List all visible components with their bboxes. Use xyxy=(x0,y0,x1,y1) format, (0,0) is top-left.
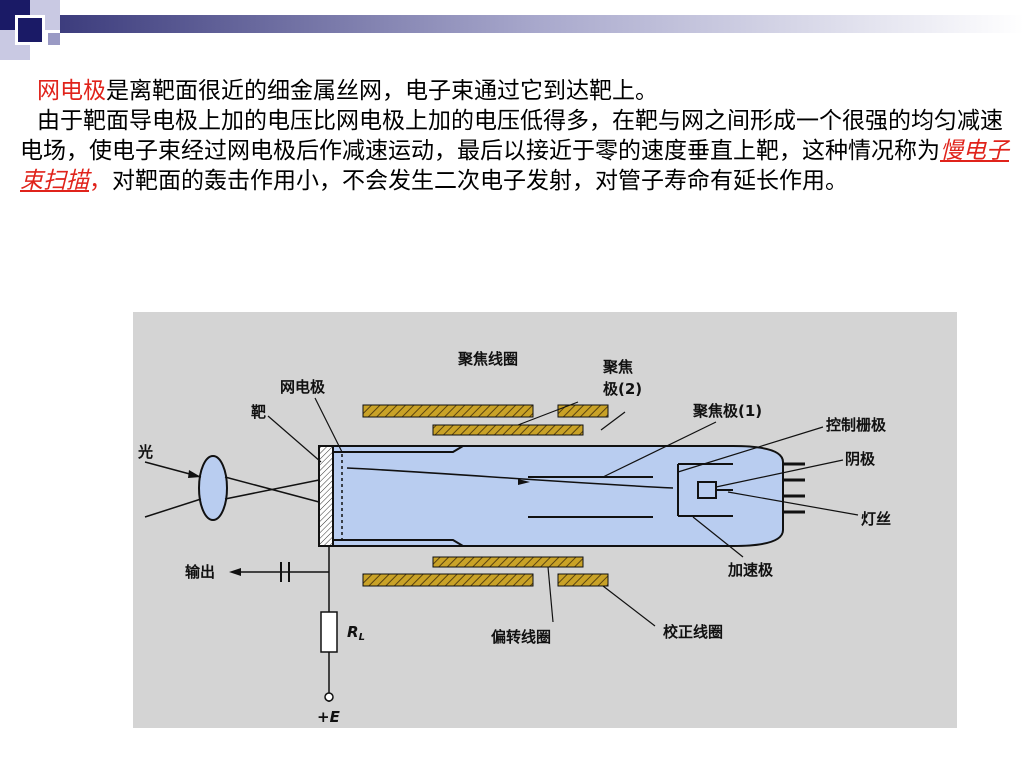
focus-coil-inner xyxy=(432,424,584,436)
label-correction-coil: 校正线圈 xyxy=(663,623,723,641)
paragraph-2-comma: ， xyxy=(89,168,112,194)
header-decoration xyxy=(0,0,1024,60)
highlight-mesh-electrode: 网电极 xyxy=(37,78,106,104)
capacitor xyxy=(280,562,290,582)
light-rays xyxy=(144,461,320,518)
load-resistor xyxy=(320,611,338,653)
label-rl-main: R xyxy=(347,623,359,641)
leader-lines xyxy=(267,397,859,627)
correction-coil-top xyxy=(557,404,609,418)
electron-beam xyxy=(346,467,674,489)
focus-coil xyxy=(362,404,534,418)
paragraph-2-text-b: 对靶面的轰击作用小，不会发生二次电子发射，对管子寿命有延长作用。 xyxy=(112,168,848,194)
label-output: 输出 xyxy=(185,563,215,581)
label-focus-electrode-2-b: 极(2) xyxy=(603,380,642,398)
beam-arrow xyxy=(518,479,530,485)
tube-body xyxy=(318,445,784,547)
focus-electrode-2 xyxy=(333,445,464,453)
label-focus-electrode-1: 聚焦极(1) xyxy=(692,402,762,420)
label-control-grid: 控制栅极 xyxy=(826,416,887,434)
label-deflection-coil: 偏转线圈 xyxy=(491,628,551,646)
light-arrow xyxy=(188,470,201,478)
deflection-coil-outer xyxy=(362,573,534,587)
label-focus-coil: 聚焦线圈 xyxy=(457,350,518,368)
camera-tube-diagram: 聚焦线圈 聚焦 极(2) 聚焦极(1) 网电极 靶 控制栅极 阴极 光 灯丝 输… xyxy=(133,312,957,728)
slide-body: 网电极是离靶面很近的细金属丝网，电子束通过它到达靶上。 由于靶面导电极上加的电压… xyxy=(20,76,1010,196)
label-filament: 灯丝 xyxy=(861,510,891,528)
label-accelerating-electrode: 加速极 xyxy=(727,561,774,579)
label-cathode: 阴极 xyxy=(845,450,876,468)
label-plus-e: +E xyxy=(317,708,341,726)
label-load-resistor: RL xyxy=(347,623,365,643)
plus-e-terminal xyxy=(324,692,334,702)
label-rl-subscript: L xyxy=(359,632,365,643)
paragraph-2-text-a: 由于靶面导电极上加的电压比网电极上加的电压低得多，在靶与网之间形成一个很强的均匀… xyxy=(20,108,1003,164)
label-target: 靶 xyxy=(251,403,266,421)
label-focus-electrode-2-a: 聚焦 xyxy=(602,358,633,376)
paragraph-1: 网电极是离靶面很近的细金属丝网，电子束通过它到达靶上。 xyxy=(20,76,1010,106)
camera-tube-svg: 聚焦线圈 聚焦 极(2) 聚焦极(1) 网电极 靶 控制栅极 阴极 光 灯丝 输… xyxy=(137,350,891,726)
slow-electron-scan-term: 慢电子束扫描 xyxy=(20,138,1009,194)
target-plate xyxy=(318,445,334,547)
focus-electrode-1 xyxy=(528,476,653,518)
focus-electrode-2-bottom xyxy=(333,539,464,547)
tube-pins xyxy=(783,462,805,514)
label-light: 光 xyxy=(137,443,153,461)
paragraph-2: 由于靶面导电极上加的电压比网电极上加的电压低得多，在靶与网之间形成一个很强的均匀… xyxy=(20,106,1010,196)
paragraph-1-text: 是离靶面很近的细金属丝网，电子束通过它到达靶上。 xyxy=(106,78,658,104)
correction-coil-bottom xyxy=(557,573,609,587)
deflection-coil xyxy=(432,556,584,568)
label-mesh-electrode: 网电极 xyxy=(280,378,326,396)
lens xyxy=(198,455,228,521)
output-arrow xyxy=(229,568,241,576)
